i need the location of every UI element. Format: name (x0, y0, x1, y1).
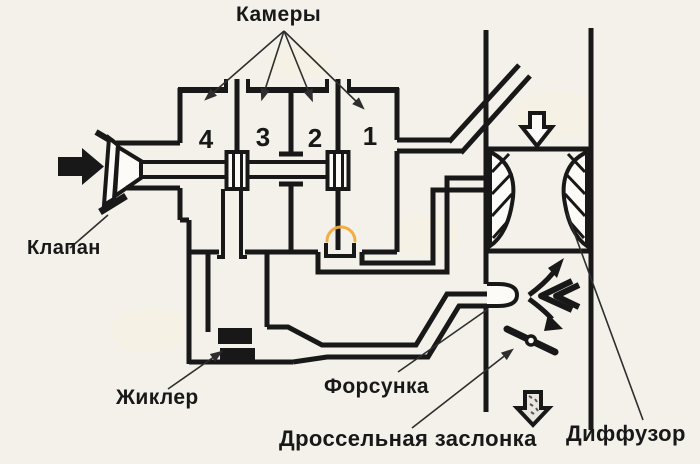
jet-lower (220, 348, 255, 362)
label-valve: Клапан (27, 237, 101, 259)
fuel-spray-icon (527, 258, 581, 331)
inlet-flow-arrow-icon (58, 148, 104, 185)
vacuum-pipe (315, 175, 486, 275)
chamber-number-1: 1 (362, 121, 378, 151)
jet-leader (167, 350, 223, 390)
shaft-coupling (224, 150, 351, 191)
label-nozzle: Форсунка (324, 375, 430, 398)
float-chamber (186, 220, 487, 365)
valve-assembly (58, 129, 351, 215)
valve-leader (69, 214, 109, 249)
chamber-box (177, 79, 400, 259)
jet-upper (218, 328, 252, 344)
label-chambers: Камеры (236, 3, 322, 26)
throttle-leader (411, 348, 514, 429)
label-jet: Жиклер (116, 386, 199, 409)
chamber-number-3: 3 (255, 122, 271, 152)
chamber-number-4: 4 (198, 124, 214, 154)
chambers-leader (204, 30, 285, 101)
air-channel (397, 28, 594, 430)
diffuser-leader (566, 212, 644, 421)
exhaust-flow-arrow-icon (512, 390, 554, 428)
label-diffuser: Диффузор (566, 421, 686, 446)
nozzle-tip (487, 282, 520, 308)
leader-lines (69, 30, 644, 429)
air-inlet-arrow-icon (517, 111, 557, 150)
highlight-arc (325, 225, 357, 243)
label-throttle: Дроссельная заслонка (279, 426, 537, 451)
throttle-plate-icon (503, 325, 559, 356)
venturi-right (561, 148, 589, 250)
nozzle-leader (397, 308, 489, 373)
venturi-left (488, 148, 516, 250)
chamber-number-2: 2 (307, 123, 323, 153)
